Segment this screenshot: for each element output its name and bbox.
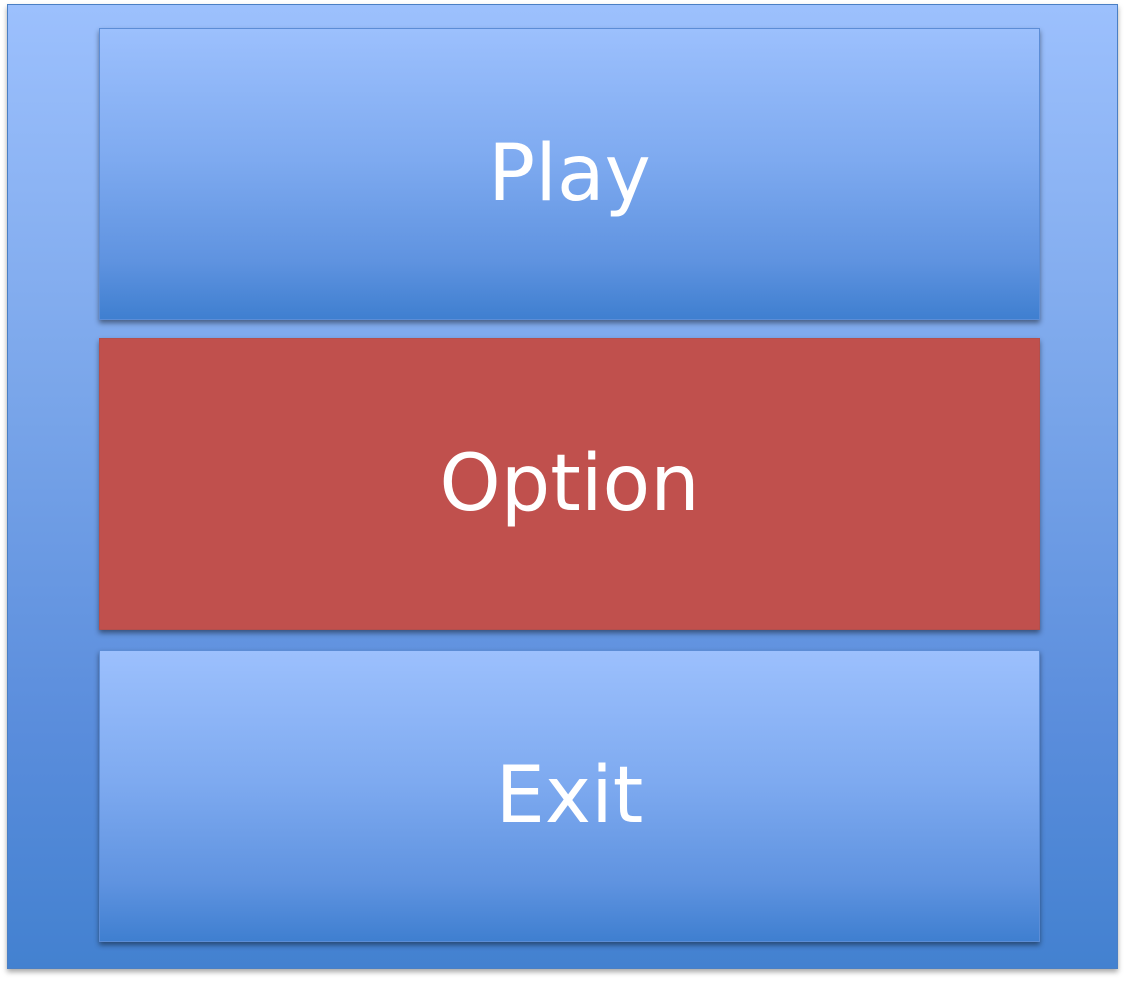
option-button-label: Option [439, 439, 700, 529]
option-button[interactable]: Option [99, 338, 1040, 630]
play-button[interactable]: Play [99, 28, 1040, 320]
exit-button-label: Exit [495, 751, 644, 841]
main-menu-panel: Play Option Exit [7, 4, 1118, 969]
play-button-label: Play [488, 129, 651, 219]
exit-button[interactable]: Exit [99, 650, 1040, 942]
